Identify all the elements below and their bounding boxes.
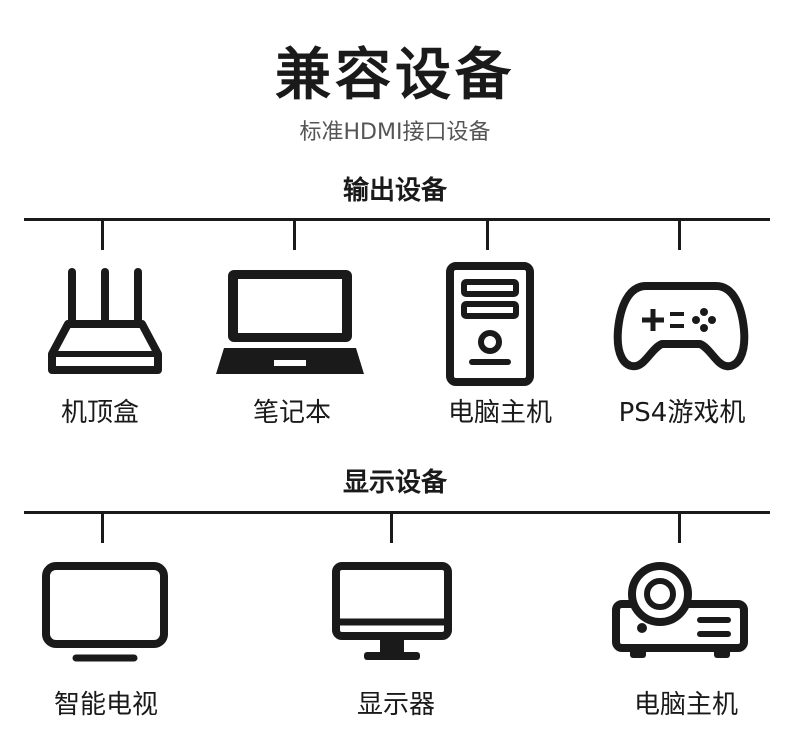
connector-tick (678, 220, 681, 250)
page-subtitle: 标准HDMI接口设备 (299, 120, 491, 145)
desktop-tower-icon (446, 262, 534, 386)
tv-icon (42, 562, 168, 662)
monitor-icon (332, 562, 452, 660)
router-icon (48, 268, 162, 374)
device-label-desktop: 电脑主机 (447, 398, 552, 428)
device-label-smart-tv: 智能电视 (53, 690, 158, 720)
section-label-output: 输出设备 (342, 176, 447, 206)
page-title: 兼容设备 (275, 43, 515, 108)
laptop-icon (216, 270, 364, 374)
connector-tick (101, 220, 104, 250)
device-label-projector: 电脑主机 (633, 690, 738, 720)
device-label-monitor: 显示器 (356, 690, 435, 720)
gamepad-icon (613, 282, 749, 371)
connector-line-display (24, 511, 770, 514)
connector-tick (101, 513, 104, 543)
connector-line-output (24, 218, 770, 221)
connector-tick (390, 513, 393, 543)
device-label-ps4: PS4游戏机 (618, 398, 746, 428)
device-label-set-top-box: 机顶盒 (60, 398, 139, 428)
projector-icon (612, 562, 748, 658)
device-label-laptop: 笔记本 (252, 398, 331, 428)
connector-tick (293, 220, 296, 250)
connector-tick (486, 220, 489, 250)
connector-tick (678, 513, 681, 543)
section-label-display: 显示设备 (342, 468, 447, 498)
